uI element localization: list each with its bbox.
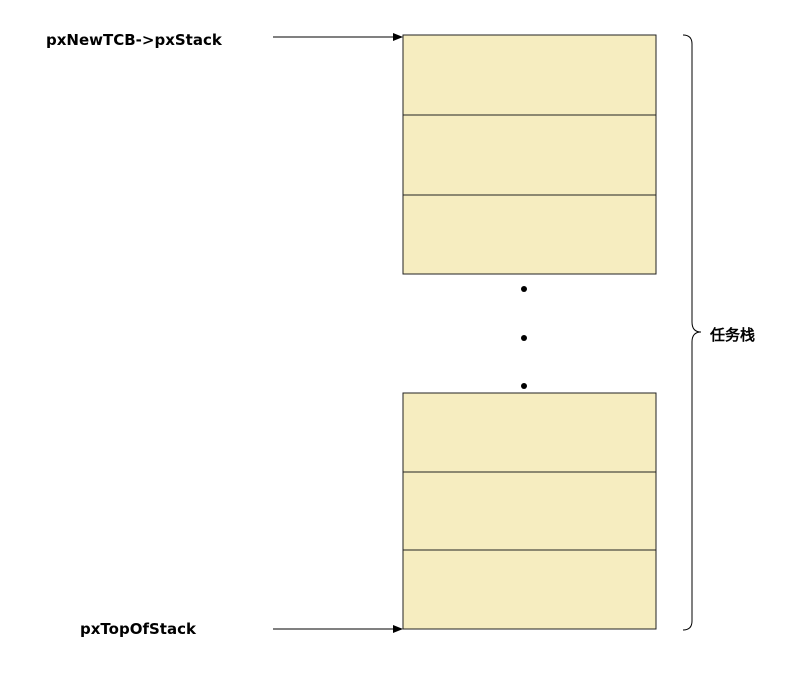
ellipsis-dots — [521, 286, 527, 389]
stack-cell — [402, 392, 657, 473]
stack-cell — [402, 34, 657, 116]
pxtopofstack-pointer-label: pxTopOfStack — [80, 620, 196, 638]
lower-stack-block — [402, 392, 657, 630]
ellipsis-dot — [521, 383, 527, 389]
stack-cell — [402, 114, 657, 196]
stack-cell — [402, 549, 657, 630]
ellipsis-dot — [521, 286, 527, 292]
pxstack-pointer-label: pxNewTCB->pxStack — [46, 31, 222, 49]
task-stack-label: 任务栈 — [710, 326, 756, 344]
stack-brace — [682, 34, 702, 631]
stack-cell — [402, 471, 657, 551]
stack-cell — [402, 194, 657, 275]
ellipsis-dot — [521, 335, 527, 341]
upper-stack-block — [402, 34, 657, 275]
